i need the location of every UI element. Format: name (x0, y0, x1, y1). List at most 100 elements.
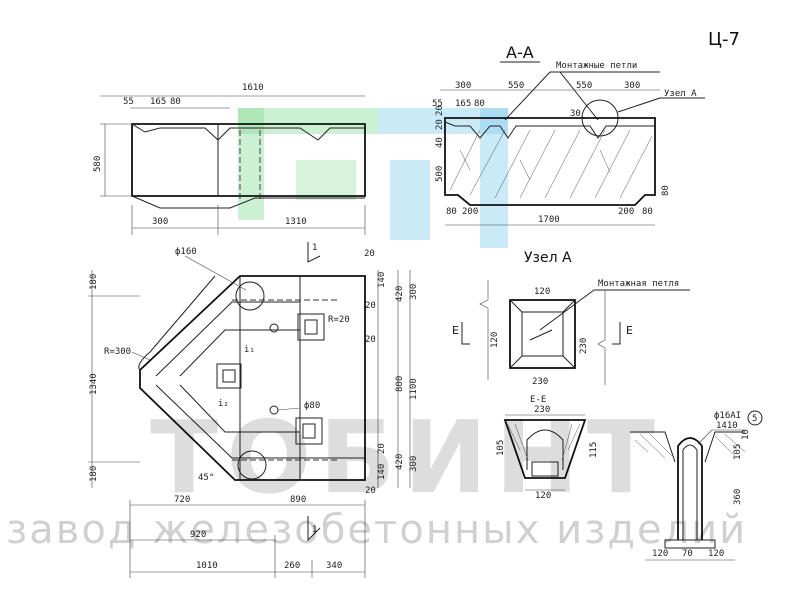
dim-plan-340: 340 (326, 561, 342, 571)
section-hatching (449, 129, 653, 199)
dim-e-230: 230 (534, 405, 550, 415)
logo-blue-bar-right (480, 108, 508, 248)
dim-plan-r20: R=20 (328, 315, 350, 325)
logo-blue-bar-mid (390, 160, 430, 240)
loop-pocket-2 (216, 363, 242, 389)
dim-plan-r140b: 140 (377, 464, 387, 480)
loop-len: 1410 (716, 421, 738, 431)
loop-phi: ф16АI (714, 411, 741, 421)
logo-green-bar-top (238, 108, 378, 134)
dim-loop-v10: 10 (741, 429, 751, 440)
section-e-e: Е-Е 230 105 115 120 (496, 395, 599, 501)
dim-plan-1340: 1340 (89, 373, 99, 395)
dim-sec-v40: 40 (435, 137, 445, 148)
hole-phi160-top (235, 281, 265, 311)
section-title: А-А (506, 43, 534, 62)
dim-plan-r20a: 20 (364, 249, 375, 259)
watermark-subtitle: завод железобетонных изделий (6, 507, 747, 553)
dim-plan-r1100: 1100 (409, 378, 419, 400)
mount-loop-label: Монтажная петля (598, 279, 679, 289)
dim-sec-b200r: 200 (618, 207, 634, 217)
dim-sec-300a: 300 (455, 81, 471, 91)
dim-node-top120: 120 (534, 287, 550, 297)
dim-plan-r140a: 140 (377, 272, 387, 288)
dim-plan-r300a: 300 (409, 284, 419, 300)
dim-e-115: 115 (589, 442, 599, 458)
dim-plan-i2: i₂ (218, 399, 229, 409)
loop-num: 5 (752, 414, 757, 424)
dim-plan-r420b: 420 (395, 454, 405, 470)
dim-loop-v360: 360 (733, 489, 743, 505)
section-mark-1-bottom: 1 (312, 525, 317, 535)
dim-side-80: 80 (170, 97, 181, 107)
dim-plan-r20c: 20 (365, 335, 376, 345)
watermark: ТОБИНТ завод железобетонных изделий (6, 399, 747, 553)
dim-side-580: 580 (93, 156, 103, 172)
dim-e-120: 120 (535, 491, 551, 501)
section-mark-e-right: Е (626, 324, 633, 337)
dim-plan-720: 720 (174, 495, 190, 505)
dim-plan-r20b: 20 (365, 301, 376, 311)
plan-view: ф160 ф80 R=300 R=20 i₁ i₂ 45° 1 1 180 13… (88, 242, 419, 578)
loop-pocket-1 (297, 313, 325, 341)
dim-plan-r20d: 20 (377, 443, 387, 454)
dim-sec-550b: 550 (576, 81, 592, 91)
node-ref-label: Узел А (664, 89, 697, 99)
dim-sec-55: 55 (432, 99, 443, 109)
dim-sec-b200: 200 (462, 207, 478, 217)
dim-side-1310: 1310 (285, 217, 307, 227)
dim-sec-550a: 550 (508, 81, 524, 91)
section-a-a: А-А Монтажные петли Узел А 300 550 550 3… (432, 43, 705, 226)
dim-sec-300b: 300 (624, 81, 640, 91)
hole-phi160-bottom (237, 450, 267, 480)
dim-plan-1010: 1010 (196, 561, 218, 571)
dim-plan-i1: i₁ (244, 345, 255, 355)
dim-plan-a45: 45° (198, 473, 214, 483)
dim-sec-v20b: 20 (435, 105, 445, 116)
node-title: Узел А (524, 250, 572, 266)
dim-side-300: 300 (152, 217, 168, 227)
dim-plan-r300: R=300 (104, 347, 131, 357)
dim-loop-b120b: 120 (708, 549, 724, 559)
loop-detail: ф16АI 1410 5 10 105 360 120 70 120 (630, 410, 763, 561)
logo-green-bar-mid (296, 160, 356, 200)
dim-plan-180-bottom: 180 (89, 466, 99, 482)
dim-plan-r300b: 300 (409, 456, 419, 472)
watermark-letters: ТОБИНТ (150, 399, 663, 516)
mount-loops-label: Монтажные петли (556, 61, 637, 71)
node-a: Узел А Монтажная петля 120 120 230 230 Е… (452, 250, 690, 387)
dim-plan-r800: 800 (395, 376, 405, 392)
dim-sec-v20a: 20 (435, 119, 445, 130)
dim-loop-b70: 70 (682, 549, 693, 559)
dim-side-total: 1610 (242, 83, 264, 93)
dim-loop-v105: 105 (733, 444, 743, 460)
dim-sec-b80: 80 (446, 207, 457, 217)
dim-plan-phi160: ф160 (175, 247, 197, 257)
section-e-title: Е-Е (530, 395, 546, 405)
dim-plan-260: 260 (284, 561, 300, 571)
dim-sec-165: 165 (455, 99, 471, 109)
dim-loop-b120a: 120 (652, 549, 668, 559)
dim-side-55: 55 (123, 97, 134, 107)
section-mark-1-top: 1 (312, 243, 317, 253)
dim-plan-920: 920 (190, 530, 206, 540)
dim-sec-v500: 500 (435, 166, 445, 182)
dim-node-left120: 120 (490, 332, 500, 348)
dim-sec-v80r: 80 (661, 185, 671, 196)
dim-side-165: 165 (150, 97, 166, 107)
dim-node-bot230: 230 (532, 377, 548, 387)
section-mark-e-left: Е (452, 324, 459, 337)
dim-sec-b80r: 80 (642, 207, 653, 217)
dim-plan-r420a: 420 (395, 286, 405, 302)
logo-green-bar-left (238, 108, 264, 220)
dim-plan-phi80: ф80 (304, 401, 320, 411)
dim-e-105: 105 (496, 440, 506, 456)
loop-position-badge (747, 410, 763, 426)
dim-sec-b1700: 1700 (538, 215, 560, 225)
dim-plan-r20e: 20 (365, 486, 376, 496)
dim-plan-180-top: 180 (89, 274, 99, 290)
dim-sec-80: 80 (474, 99, 485, 109)
loop-pocket-3 (295, 417, 323, 445)
